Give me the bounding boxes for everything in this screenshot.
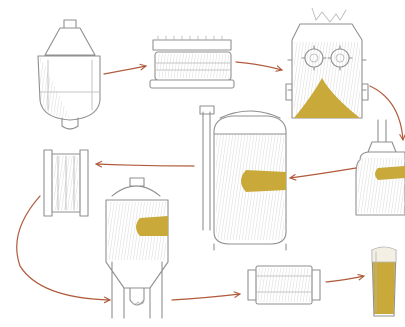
- beer-glass-icon: [372, 247, 396, 316]
- malt-silo-icon: [38, 20, 100, 129]
- arrow-mash-to-cooler: [96, 164, 194, 166]
- grain-mill-icon: [150, 36, 234, 88]
- wort-fill: [375, 166, 405, 180]
- milled-grain-hopper-icon: [286, 8, 368, 118]
- filter-icon: [248, 266, 320, 304]
- heat-exchanger-icon: [44, 150, 88, 216]
- mash-fill: [241, 170, 286, 192]
- mash-tun-icon: [200, 106, 286, 250]
- fermenting-beer-fill: [136, 216, 168, 236]
- arrow-mill-to-hopper: [236, 62, 282, 70]
- fermenter-icon: [106, 178, 168, 318]
- arrow-fermenter-to-filter: [172, 294, 240, 300]
- arrow-lauter-to-mash: [290, 168, 356, 178]
- lauter-tun-icon: [356, 120, 405, 215]
- arrow-filter-to-glass: [326, 276, 364, 282]
- arrow-silo-to-mill: [104, 66, 146, 74]
